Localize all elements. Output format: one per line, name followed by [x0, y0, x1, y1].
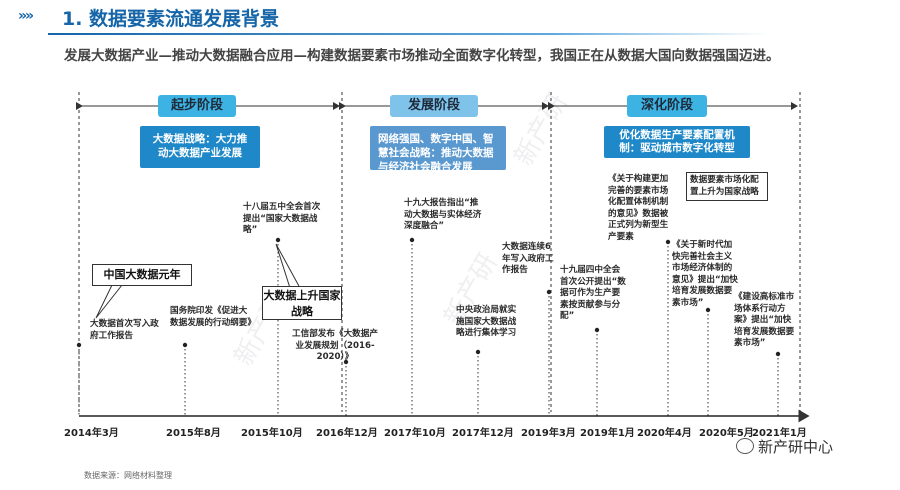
stage-separators — [78, 92, 801, 412]
stage-strategy-develop: 网络强国、数字中国、智慧社会战略：推动大数据与经济社会融合发展 — [370, 126, 506, 173]
wechat-icon — [736, 438, 754, 454]
event-2017-congress: 十九大报告指出“推动大数据与实体经济深度融合” — [404, 198, 482, 231]
event-2015-fifth-plenum: 十八届五中全会首次提出“国家大数据战略” — [243, 202, 321, 235]
page-subtitle: 发展大数据产业—推动大数据融合应用—构建数据要素市场推动全面数字化转型，我国正在… — [64, 48, 780, 64]
event-2017-politburo-study: 中央政治局就实施国家大数据战略进行集体学习 — [456, 305, 517, 338]
callout-pointer-1 — [95, 284, 124, 319]
event-stems — [78, 240, 779, 416]
axis-date: 2019年1月 — [580, 428, 635, 439]
stage-strategy-start: 大数据战略：大力推动大数据产业发展 — [140, 126, 260, 168]
event-2020-market-economy-opinion: 《关于新时代加快完善社会主义市场经济体制的意见》提出“加快培育发展数据要素市场” — [672, 240, 738, 308]
event-2021-market-system-plan: 《建设高标准市场体系行动方案》提出“加快培育发展数据要素市场” — [734, 292, 795, 348]
axis-date: 2017年12月 — [452, 428, 514, 439]
stage-label-deepen: 深化阶段 — [627, 95, 707, 117]
stage-label-start: 起步阶段 — [158, 95, 236, 117]
axis-date: 2020年4月 — [637, 428, 692, 439]
stage-strategy-deepen: 优化数据生产要素配置机制：驱动城市数字化转型 — [604, 126, 750, 158]
header-underline — [48, 33, 768, 35]
page-title: 1. 数据要素流通发展背景 — [62, 8, 280, 30]
wechat-name: 新产研中心 — [758, 438, 834, 456]
axis-date: 2015年8月 — [166, 428, 221, 439]
wechat-account-label: 新产研中心 — [736, 436, 833, 457]
callout-national-strategy: 大数据上升国家战略 — [262, 286, 342, 320]
axis-date: 2017年10月 — [384, 428, 446, 439]
event-dots — [76, 237, 781, 365]
axis-date: 2020年5月 — [699, 428, 754, 439]
event-2020-factor-market-opinion: 《关于构建更加完善的要素市场化配置体制机制的意见》数据被正式列为新型生产要素 — [608, 174, 669, 242]
event-national-strategy-box: 数据要素市场化配置上升为国家战略 — [686, 172, 768, 201]
axis-date: 2016年12月 — [316, 428, 378, 439]
axis-date: 2014年3月 — [64, 428, 119, 439]
axis-date: 2021年1月 — [752, 428, 807, 439]
header-chevrons: »» — [18, 8, 34, 24]
axis-date: 2019年3月 — [521, 428, 576, 439]
callout-big-data-year-one: 中国大数据元年 — [92, 264, 192, 286]
event-2019-six-years-report: 大数据连续6年写入政府工作报告 — [502, 242, 554, 275]
event-2014-gov-report: 大数据首次写入政府工作报告 — [90, 319, 159, 341]
event-2019-fourth-plenum: 十九届四中全会首次公开提出“数据可作为生产要素按贡献参与分配” — [560, 265, 626, 321]
callout-pointer-2 — [275, 243, 301, 289]
axis-date: 2015年10月 — [241, 428, 303, 439]
event-2016-miit-plan: 工信部发布《大数据产业发展规划（2016-2020）》 — [292, 329, 378, 362]
event-2015-action-outline: 国务院印发《促进大数据发展的行动纲要》 — [170, 306, 256, 328]
data-source-note: 数据来源：网络材料整理 — [84, 471, 172, 480]
stage-label-develop: 发展阶段 — [390, 95, 478, 117]
